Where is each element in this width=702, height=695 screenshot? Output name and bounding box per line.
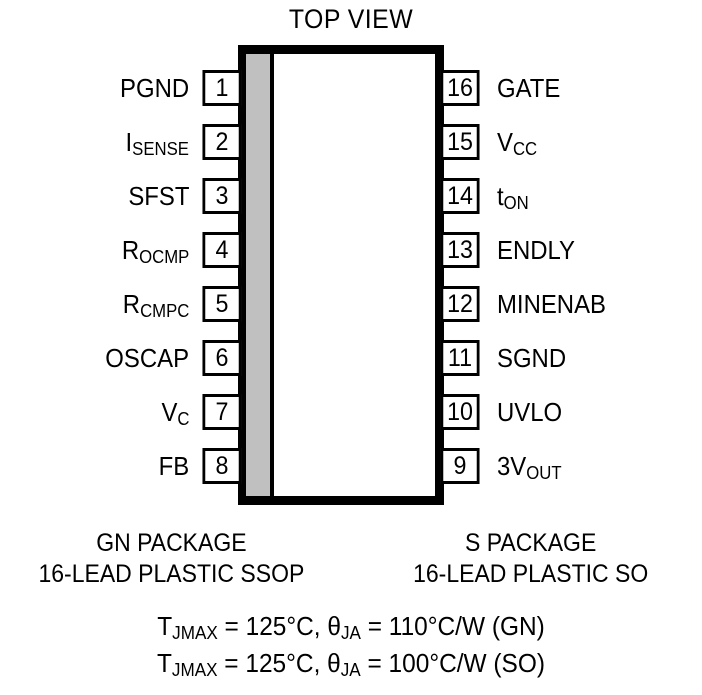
- pin-label: RCMPC: [122, 289, 189, 321]
- pin-row: 10 UVLO: [439, 394, 702, 430]
- pin-label: ISENSE: [125, 127, 189, 159]
- pin-label: 3VOUT: [497, 451, 562, 483]
- pin-row: FB 8: [0, 448, 243, 484]
- thermal-spec-gn: TJMAX = 125°C, θJA = 110°C/W (GN): [157, 611, 545, 643]
- pin-number-box: 14: [440, 178, 480, 214]
- pin-number-box: 8: [202, 448, 242, 484]
- package-description-gn: 16-LEAD PLASTIC SSOP: [38, 560, 305, 588]
- package-caption-s: S PACKAGE 16-LEAD PLASTIC SO: [366, 528, 688, 590]
- pin-row: ROCMP 4: [0, 232, 243, 268]
- pin-row: OSCAP 6: [0, 340, 243, 376]
- pin-row: 13 ENDLY: [439, 232, 702, 268]
- package-description-s: 16-LEAD PLASTIC SO: [413, 560, 649, 588]
- pin-number-box: 2: [202, 124, 242, 160]
- package-caption-gn: GN PACKAGE 16-LEAD PLASTIC SSOP: [14, 528, 338, 590]
- pin-label: SGND: [497, 343, 567, 373]
- pin-row: 14 tON: [439, 178, 702, 214]
- pin-row: RCMPC 5: [0, 286, 243, 322]
- pin-row: 15 VCC: [439, 124, 702, 160]
- pin-row: 11 SGND: [439, 340, 702, 376]
- pin-number-box: 4: [202, 232, 242, 268]
- pin-number-box: 5: [202, 286, 242, 322]
- pin-number-box: 13: [440, 232, 480, 268]
- pin-number-box: 12: [440, 286, 480, 322]
- pin-label: SFST: [127, 181, 189, 211]
- pin-label: UVLO: [497, 397, 563, 427]
- pin-row: PGND 1: [0, 70, 243, 106]
- pin-number-box: 3: [202, 178, 242, 214]
- pin-label: VCC: [497, 127, 538, 159]
- package-name-s: S PACKAGE: [465, 529, 597, 557]
- pin-label: VC: [160, 397, 189, 429]
- pin-label: FB: [158, 451, 189, 481]
- pin-label: ENDLY: [497, 235, 575, 265]
- page-title: TOP VIEW: [288, 4, 414, 34]
- thermal-spec-so: TJMAX = 125°C, θJA = 100°C/W (SO): [156, 648, 546, 680]
- package-orientation-stripe: [246, 54, 274, 496]
- pin-label: OSCAP: [105, 343, 189, 373]
- pin-number-box: 16: [440, 70, 480, 106]
- pin-label: ROCMP: [121, 235, 189, 267]
- package-name-gn: GN PACKAGE: [96, 529, 247, 557]
- pin-row: 16 GATE: [439, 70, 702, 106]
- pin-number-box: 10: [440, 394, 480, 430]
- pin-number-box: 11: [440, 340, 480, 376]
- pin-row: VC 7: [0, 394, 243, 430]
- package-captions: GN PACKAGE 16-LEAD PLASTIC SSOP S PACKAG…: [0, 528, 702, 590]
- pin-row: SFST 3: [0, 178, 243, 214]
- pin-number-box: 1: [202, 70, 242, 106]
- pin-number-box: 7: [202, 394, 242, 430]
- pin-row: 9 3VOUT: [439, 448, 702, 484]
- pin-label: tON: [497, 181, 529, 213]
- pin-number-box: 15: [440, 124, 480, 160]
- pin-row: ISENSE 2: [0, 124, 243, 160]
- pin-label: GATE: [497, 73, 561, 103]
- pin-label: PGND: [119, 73, 189, 103]
- thermal-specs: TJMAX = 125°C, θJA = 110°C/W (GN) TJMAX …: [0, 609, 702, 683]
- pin-label: MINENAB: [497, 289, 606, 319]
- pin-number-box: 6: [202, 340, 242, 376]
- pin-row: 12 MINENAB: [439, 286, 702, 322]
- pin-number-box: 9: [440, 448, 480, 484]
